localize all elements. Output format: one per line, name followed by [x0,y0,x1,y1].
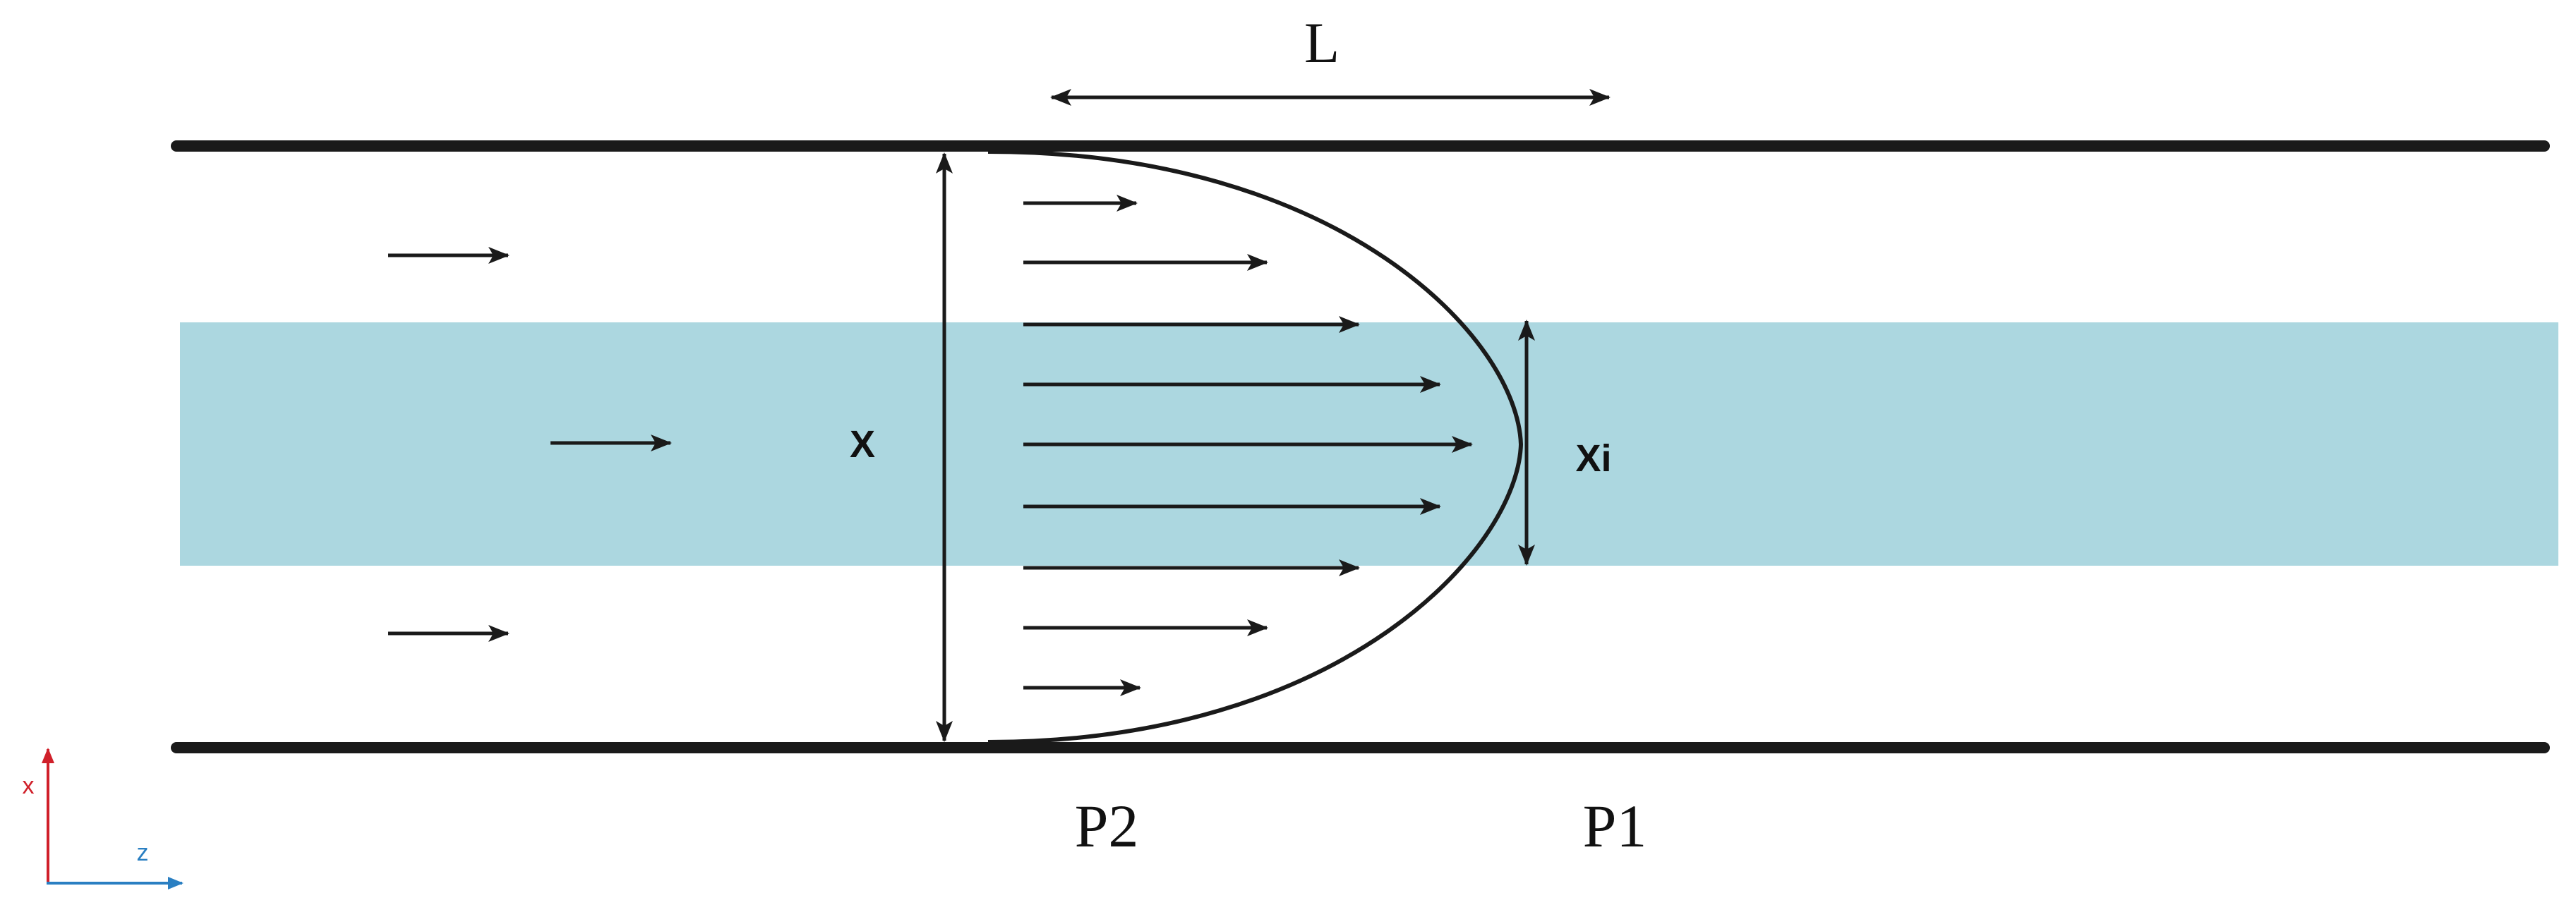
axis-x-label: x [23,772,35,799]
pressure-p2-label: P2 [1075,792,1139,860]
length-label: L [1304,11,1340,75]
channel-width-label: X [850,423,875,466]
core-width-label: Xi [1575,437,1611,480]
axes-indicator: x z [23,748,183,889]
velocity-vectors [1023,195,1473,696]
pressure-p1-label: P1 [1583,792,1647,860]
axis-z-label: z [137,839,149,866]
